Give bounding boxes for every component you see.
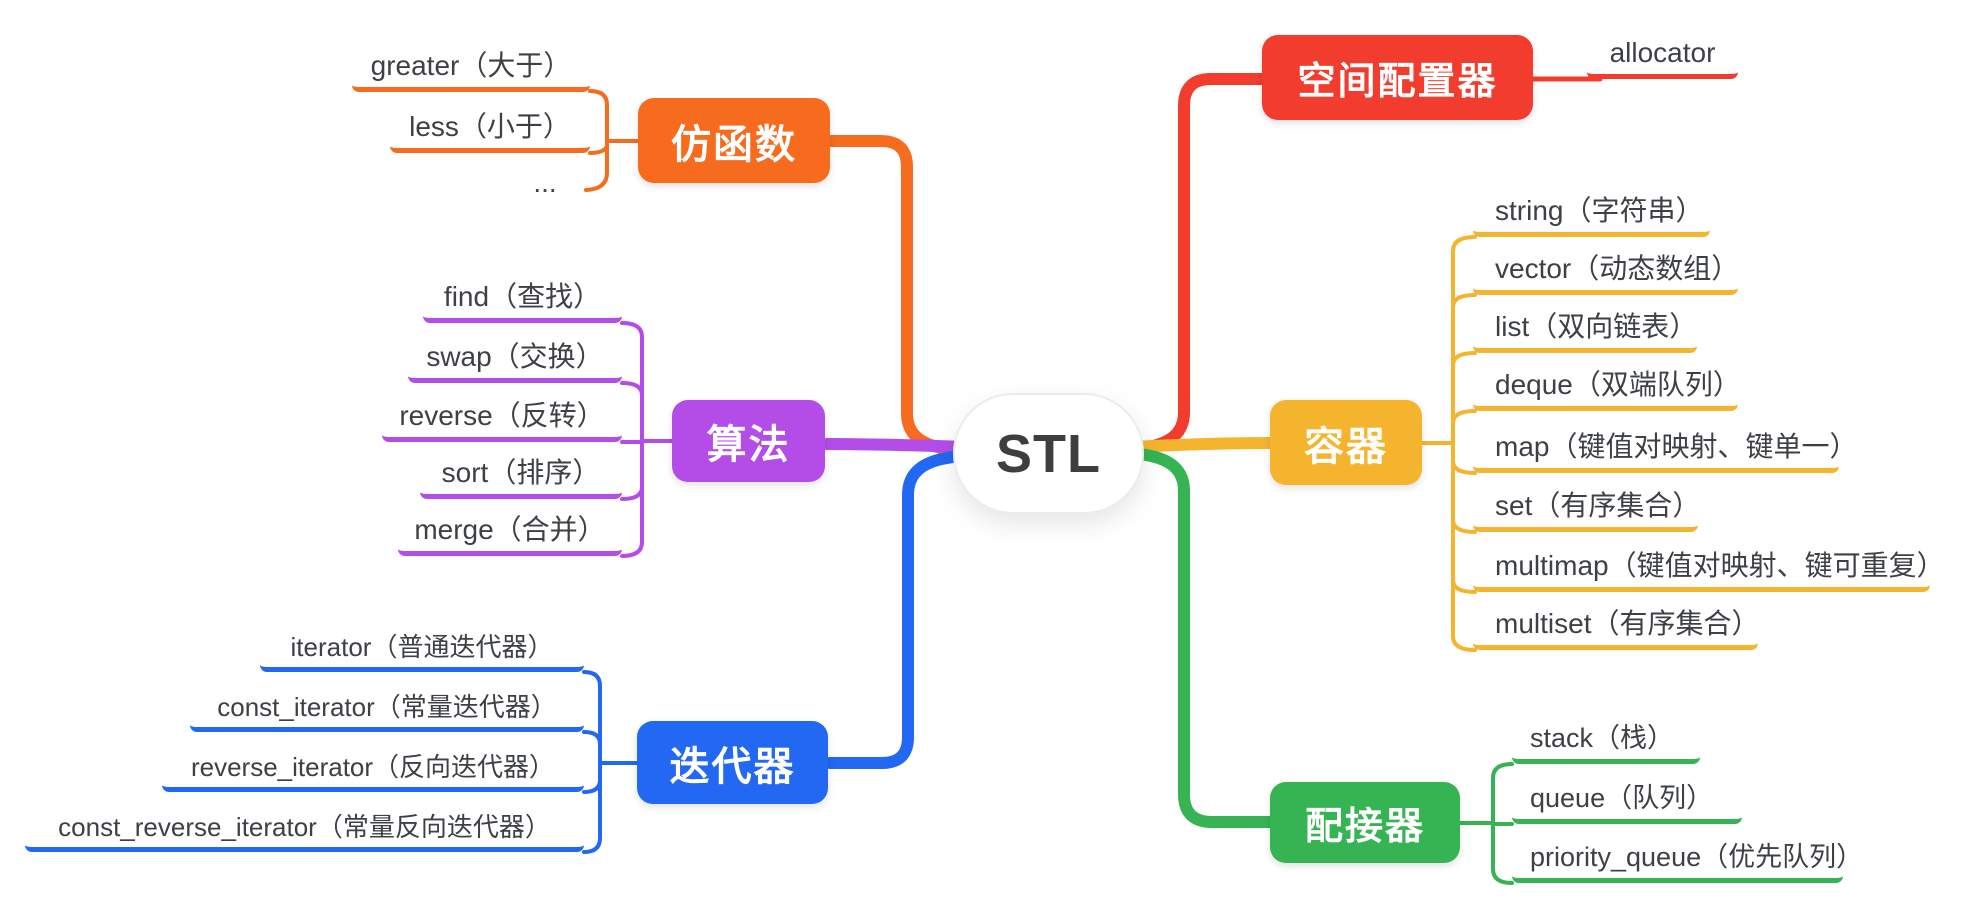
iterators-elbow-reverse <box>582 778 602 794</box>
topic-deque[interactable]: deque（双端队列） <box>1473 365 1741 411</box>
branch-node-iterators[interactable]: 迭代器 <box>637 721 828 804</box>
topic-stack[interactable]: stack（栈） <box>1512 718 1700 764</box>
topic-reverse-iterator[interactable]: reverse_iterator（反向迭代器） <box>162 746 584 792</box>
topic-map[interactable]: map（键值对映射、键单一） <box>1473 427 1857 473</box>
algorithms-elbow-sort <box>620 485 644 501</box>
topic-swap[interactable]: swap（交换） <box>408 337 622 383</box>
topic-iterator[interactable]: iterator（普通迭代器） <box>260 626 584 672</box>
branch-node-algorithms[interactable]: 算法 <box>672 400 825 482</box>
containers-elbow-map <box>1451 459 1477 475</box>
topic-list[interactable]: list（双向链表） <box>1473 307 1697 353</box>
topic-priority-queue[interactable]: priority_queue（优先队列） <box>1512 837 1863 883</box>
topic-const-reverse-iterator[interactable]: const_reverse_iterator（常量反向迭代器） <box>25 806 584 852</box>
containers-spine <box>1451 235 1477 652</box>
topic-reverse[interactable]: reverse（反转） <box>382 396 622 442</box>
topic-queue[interactable]: queue（队列） <box>1512 778 1742 824</box>
topic-multimap[interactable]: multimap（键值对映射、键可重复） <box>1473 546 1945 592</box>
branch-line-adapters <box>1079 445 1278 828</box>
containers-elbow-set <box>1451 518 1477 534</box>
iterators-elbow-const <box>582 730 602 746</box>
branch-node-functors[interactable]: 仿函数 <box>638 98 830 183</box>
branch-node-adapters[interactable]: 配接器 <box>1270 782 1460 863</box>
topic-set[interactable]: set（有序集合） <box>1473 486 1700 532</box>
topic-allocator[interactable]: allocator <box>1587 33 1738 79</box>
containers-elbow-multimap <box>1451 578 1477 594</box>
branch-line-allocator <box>1079 73 1270 457</box>
containers-elbow-deque <box>1451 409 1477 425</box>
branch-node-allocator[interactable]: 空间配置器 <box>1262 35 1533 120</box>
topic-ellipsis[interactable]: ... <box>533 167 557 198</box>
functors-spine <box>584 89 609 192</box>
topic-sort[interactable]: sort（排序） <box>420 453 622 499</box>
containers-elbow-list <box>1451 351 1477 367</box>
functors-elbow-less <box>588 144 609 155</box>
topic-merge[interactable]: merge（合并） <box>398 510 622 556</box>
branch-node-containers[interactable]: 容器 <box>1270 400 1422 485</box>
topic-multiset[interactable]: multiset（有序集合） <box>1473 604 1759 650</box>
containers-elbow-vector <box>1451 293 1477 309</box>
algorithms-spine <box>620 321 644 558</box>
topic-string[interactable]: string（字符串） <box>1473 191 1710 237</box>
topic-find[interactable]: find（查找） <box>423 277 622 323</box>
iterators-spine <box>582 670 602 854</box>
topic-greater[interactable]: greater（大于） <box>352 46 590 92</box>
algorithms-elbow-swap <box>620 381 644 397</box>
topic-less[interactable]: less（小于） <box>390 107 590 153</box>
topic-const-iterator[interactable]: const_iterator（常量迭代器） <box>190 686 584 732</box>
topic-vector[interactable]: vector（动态数组） <box>1473 249 1739 295</box>
root-node-stl[interactable]: STL <box>953 393 1144 514</box>
